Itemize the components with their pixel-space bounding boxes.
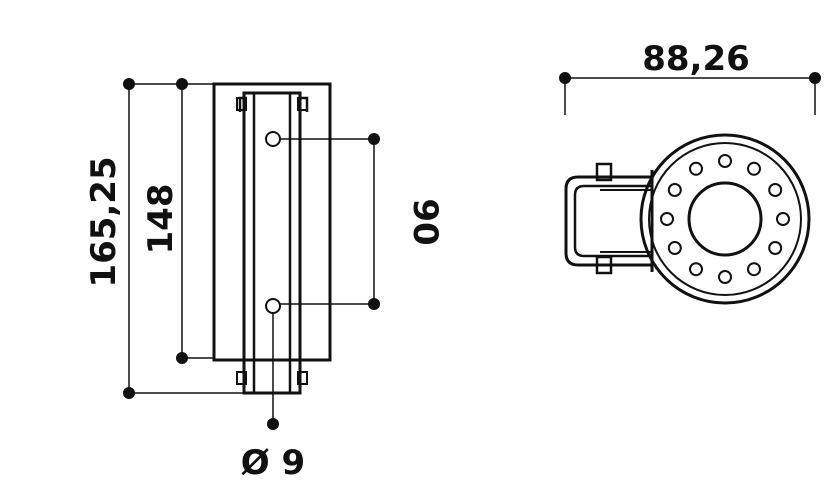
bolt-hole <box>689 161 703 176</box>
bolt-hole <box>660 212 674 226</box>
bracket-tab-top <box>238 96 309 112</box>
flange-inner-edge <box>648 142 802 296</box>
bolt-hole <box>667 183 682 197</box>
bolt-hole <box>747 161 761 176</box>
hole-diameter-label: Ø 9 <box>241 443 305 483</box>
clip-top-left <box>236 97 247 111</box>
dim-top-width: 88,26 <box>559 39 821 115</box>
overall-height-label: 165,25 <box>84 156 124 287</box>
side-view <box>212 82 332 395</box>
center-bore <box>687 181 763 257</box>
dim-overall-height: 165,25 <box>84 78 244 399</box>
dim-hole-spacing: 90 <box>280 133 445 310</box>
mounting-hole-bottom <box>265 298 281 314</box>
clip-bottom-right <box>297 371 308 385</box>
u-bracket-outer <box>564 175 652 267</box>
clip-bottom-left <box>236 371 247 385</box>
body-height-label: 148 <box>141 184 181 255</box>
bolt-hole-circle <box>660 154 790 284</box>
dim-body-height: 148 <box>141 78 214 364</box>
u-bracket-inner <box>573 184 652 258</box>
bolt-hole <box>689 262 703 277</box>
bolt-hole <box>667 241 682 255</box>
bolt-hole <box>776 212 790 226</box>
bolt-hole <box>718 154 732 168</box>
top-clip-upper <box>595 162 613 182</box>
bolt-hole <box>768 241 783 255</box>
bolt-hole <box>747 262 761 277</box>
flange-outer <box>639 133 811 305</box>
bolt-hole <box>768 183 783 197</box>
clip-top-right <box>297 97 308 111</box>
bolt-hole <box>718 270 732 284</box>
back-plate <box>212 82 332 362</box>
top-width-label: 88,26 <box>642 39 750 79</box>
hole-spacing-label: 90 <box>405 198 445 245</box>
front-channel <box>242 91 302 395</box>
top-view <box>564 133 811 305</box>
top-clip-lower <box>595 255 613 275</box>
mounting-hole-top <box>265 131 281 147</box>
dim-hole-diameter: Ø 9 <box>241 313 305 483</box>
